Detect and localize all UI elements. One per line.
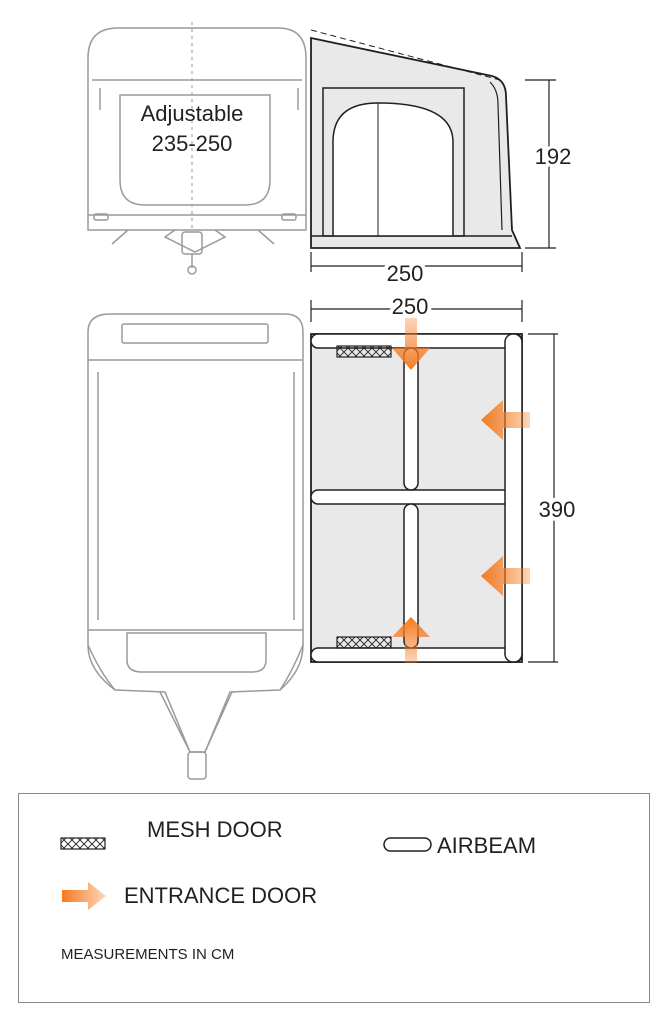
middle-airbeam	[310, 489, 523, 505]
plan-depth-dimension-label: 250	[392, 294, 429, 319]
plan-view-awning	[310, 333, 523, 663]
side-view-awning	[310, 29, 522, 249]
length-dimension-line	[528, 333, 558, 663]
entrance-arrow-front	[392, 318, 430, 370]
legend-mesh-door-label: MESH DOOR	[147, 817, 283, 842]
legend-entrance-door-label: ENTRANCE DOOR	[124, 883, 318, 908]
mesh-door-front	[336, 345, 392, 358]
length-dimension-label: 390	[539, 497, 576, 522]
side-view-caravan	[87, 22, 307, 275]
side-depth-dimension-label: 250	[387, 261, 424, 286]
plan-view-caravan	[87, 313, 304, 780]
height-dimension-line	[525, 79, 556, 249]
legend-airbeam-label: AIRBEAM	[437, 833, 537, 858]
entrance-arrow-side-2	[481, 556, 530, 596]
side-airbeam	[504, 333, 523, 663]
entrance-arrow-rear	[392, 617, 430, 663]
caravan-label-line1: Adjustable	[141, 101, 244, 126]
plan-depth-dimension-line	[310, 300, 523, 322]
legend-box	[18, 793, 650, 1003]
entrance-arrow-side-1	[481, 400, 530, 440]
mesh-door-rear	[336, 636, 392, 649]
legend-measurements-note: MEASUREMENTS IN CM	[61, 946, 235, 963]
entrance-door-arrows	[392, 318, 530, 663]
height-dimension-label: 192	[535, 144, 572, 169]
caravan-label-line2: 235-250	[152, 131, 233, 156]
side-depth-dimension-line	[310, 252, 523, 272]
